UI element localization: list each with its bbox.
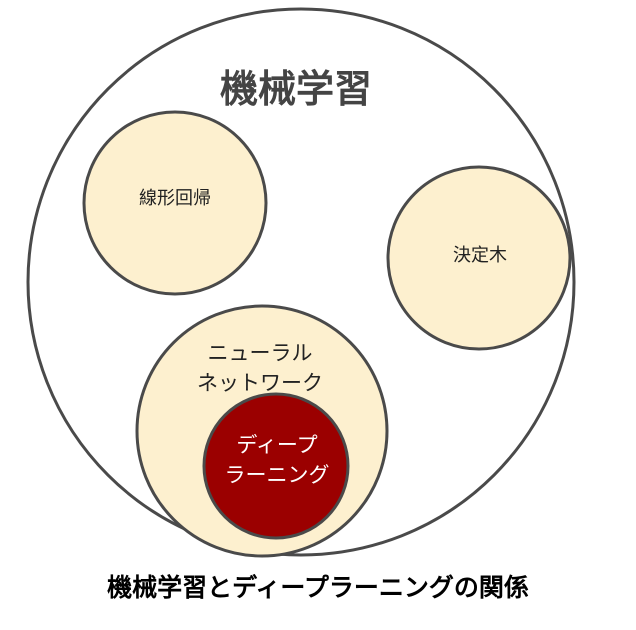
neural-network-label-line1: ニューラル	[207, 341, 313, 365]
linear-regression-circle	[82, 110, 268, 296]
neural-network-label-line2: ネットワーク	[197, 371, 323, 395]
deep-learning-label-line1: ディープ	[236, 433, 318, 457]
decision-tree-label: 決定木	[453, 245, 507, 266]
deep-learning-circle	[202, 392, 350, 540]
diagram-caption: 機械学習とディープラーニングの関係	[107, 573, 529, 602]
neural-network-label: ニューラル ネットワーク	[170, 338, 350, 398]
decision-tree-circle	[386, 165, 572, 351]
machine-learning-label: 機械学習	[219, 67, 372, 111]
deep-learning-label-line2: ラーニング	[224, 463, 330, 487]
linear-regression-label: 線形回帰	[139, 188, 211, 209]
deep-learning-label: ディープ ラーニング	[207, 430, 347, 490]
